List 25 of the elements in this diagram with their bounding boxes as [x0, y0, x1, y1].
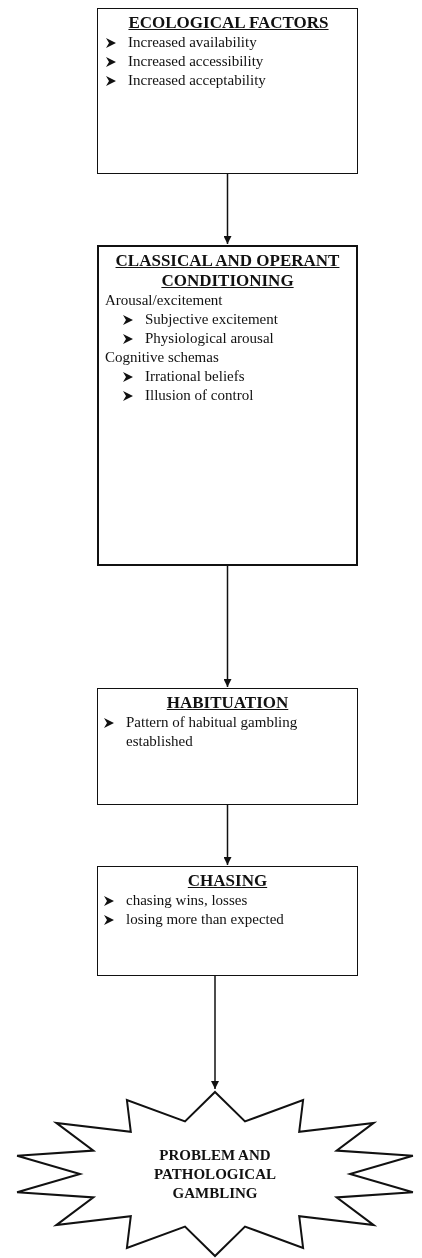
category-text: Cognitive schemas	[105, 348, 220, 367]
arrow	[223, 173, 232, 245]
bullet-text: Increased availability	[128, 33, 258, 52]
bullet-text: Pattern of habitual gambling established	[126, 713, 299, 751]
box-heading: CLASSICAL AND OPERANT CONDITIONING	[114, 251, 341, 291]
bullet-text: Irrational beliefs	[145, 367, 246, 386]
process-box	[97, 8, 358, 174]
bullet-text: Physiological arousal	[145, 329, 275, 348]
process-box	[97, 866, 358, 976]
box-heading: HABITUATION	[165, 693, 290, 713]
arrow	[223, 804, 232, 866]
bullet-text: Subjective excitement	[145, 310, 279, 329]
box-heading: CHASING	[186, 871, 269, 891]
category-text: Arousal/excitement	[105, 291, 224, 310]
box-heading: ECOLOGICAL FACTORS	[127, 13, 330, 33]
outcome-text: PROBLEM AND PATHOLOGICAL GAMBLING	[153, 1145, 277, 1203]
arrow	[223, 565, 232, 688]
arrow	[211, 975, 219, 1090]
process-box	[97, 245, 358, 566]
bullet-text: Increased acceptability	[128, 71, 267, 90]
process-box	[97, 688, 358, 805]
bullet-text: losing more than expected	[126, 910, 285, 929]
bullet-text: Illusion of control	[145, 386, 255, 405]
bullet-text: Increased accessibility	[128, 52, 265, 71]
bullet-text: chasing wins, losses	[126, 891, 249, 910]
